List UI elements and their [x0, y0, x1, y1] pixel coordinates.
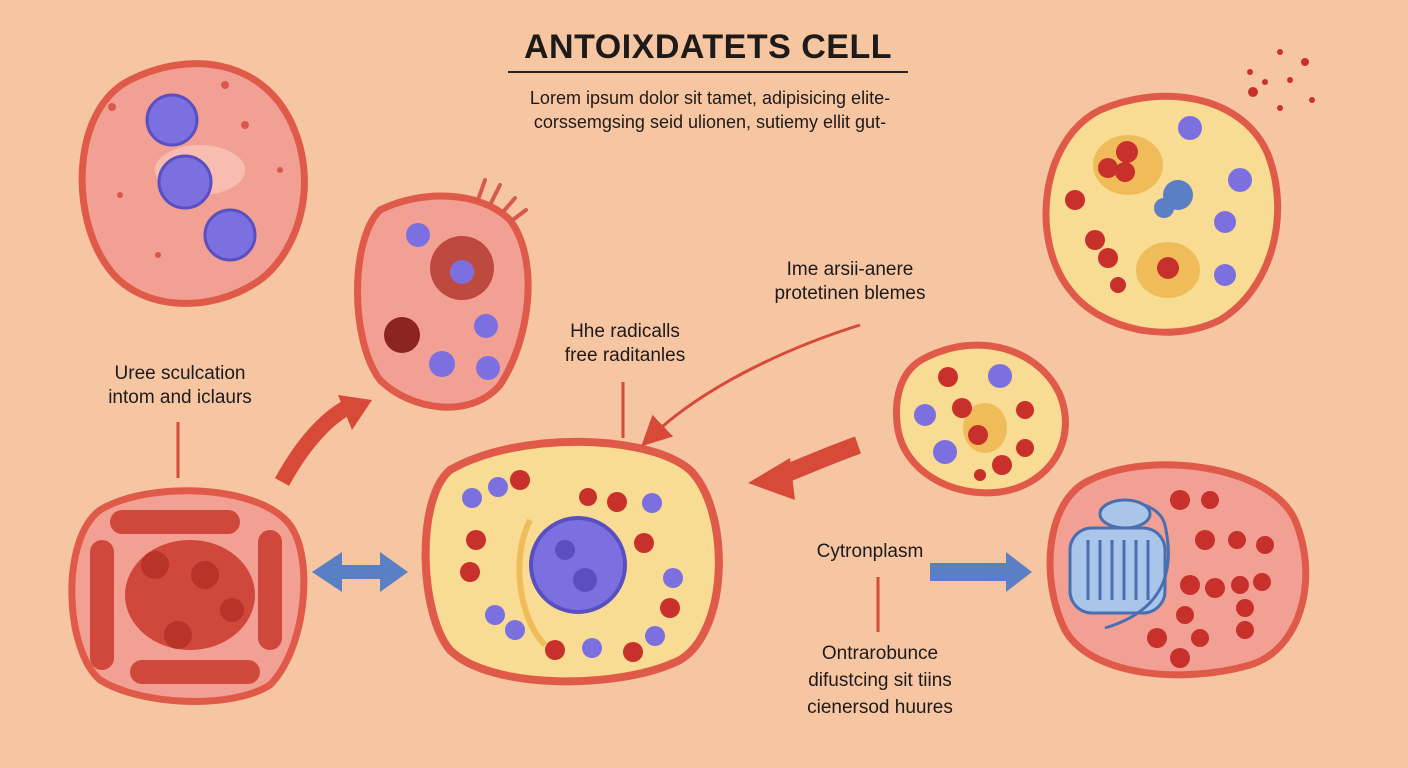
free-radical-particles [1247, 49, 1315, 111]
subtitle-line-1: Lorem ipsum dolor sit tamet, adipisicing… [529, 88, 891, 108]
label-line: Ontrarobunce [821, 643, 939, 664]
nucleus [203, 208, 257, 262]
diagram-title: ANTOIXDATETS CELL [523, 28, 893, 66]
central-cell [421, 437, 723, 686]
label-cytoplasm: Cytronplasm [816, 541, 924, 562]
label-line: Uree sculcation [114, 363, 246, 384]
pink-cell-top-left [78, 60, 308, 307]
label-line: difustcing sit tiins [808, 670, 952, 691]
label-line: protetinen blemes [774, 283, 926, 304]
central-nucleus [529, 516, 627, 614]
mitochondria-cell [68, 487, 308, 705]
label-line: Hhe radicalls [570, 321, 680, 342]
curved-arrow-up [274, 397, 356, 486]
subtitle-line-2: corssemgsing seid ulionen, sutiemy ellit… [533, 112, 887, 132]
label-line: intom and iclaurs [108, 387, 252, 408]
title-underline [508, 71, 908, 73]
mitochondrion-cell-bottom-right [1046, 461, 1310, 679]
label-free-radicals: Hhe radicalls free raditanles [510, 320, 740, 368]
yellow-cell-middle-right [892, 341, 1069, 497]
label-line: free raditanles [564, 345, 686, 366]
label-uree-sculcation: Uree sculcation intom and iclaurs [60, 362, 300, 410]
thin-arrow-to-cell [641, 323, 861, 447]
label-line: Ime arsii-anere [786, 259, 914, 280]
label-enzyme: Ime arsii-anere protetinen blemes [725, 258, 975, 306]
nucleus [157, 154, 213, 210]
blue-double-arrow [312, 552, 408, 592]
blue-arrow-right [930, 552, 1032, 592]
yellow-cell-top-right [1042, 92, 1282, 336]
label-ontrarobunce: Ontrarobunce difustcing sit tiins ciener… [760, 640, 1000, 721]
nucleus [145, 93, 199, 147]
damaged-cell [354, 178, 532, 411]
label-line: cienersod huures [807, 697, 953, 718]
